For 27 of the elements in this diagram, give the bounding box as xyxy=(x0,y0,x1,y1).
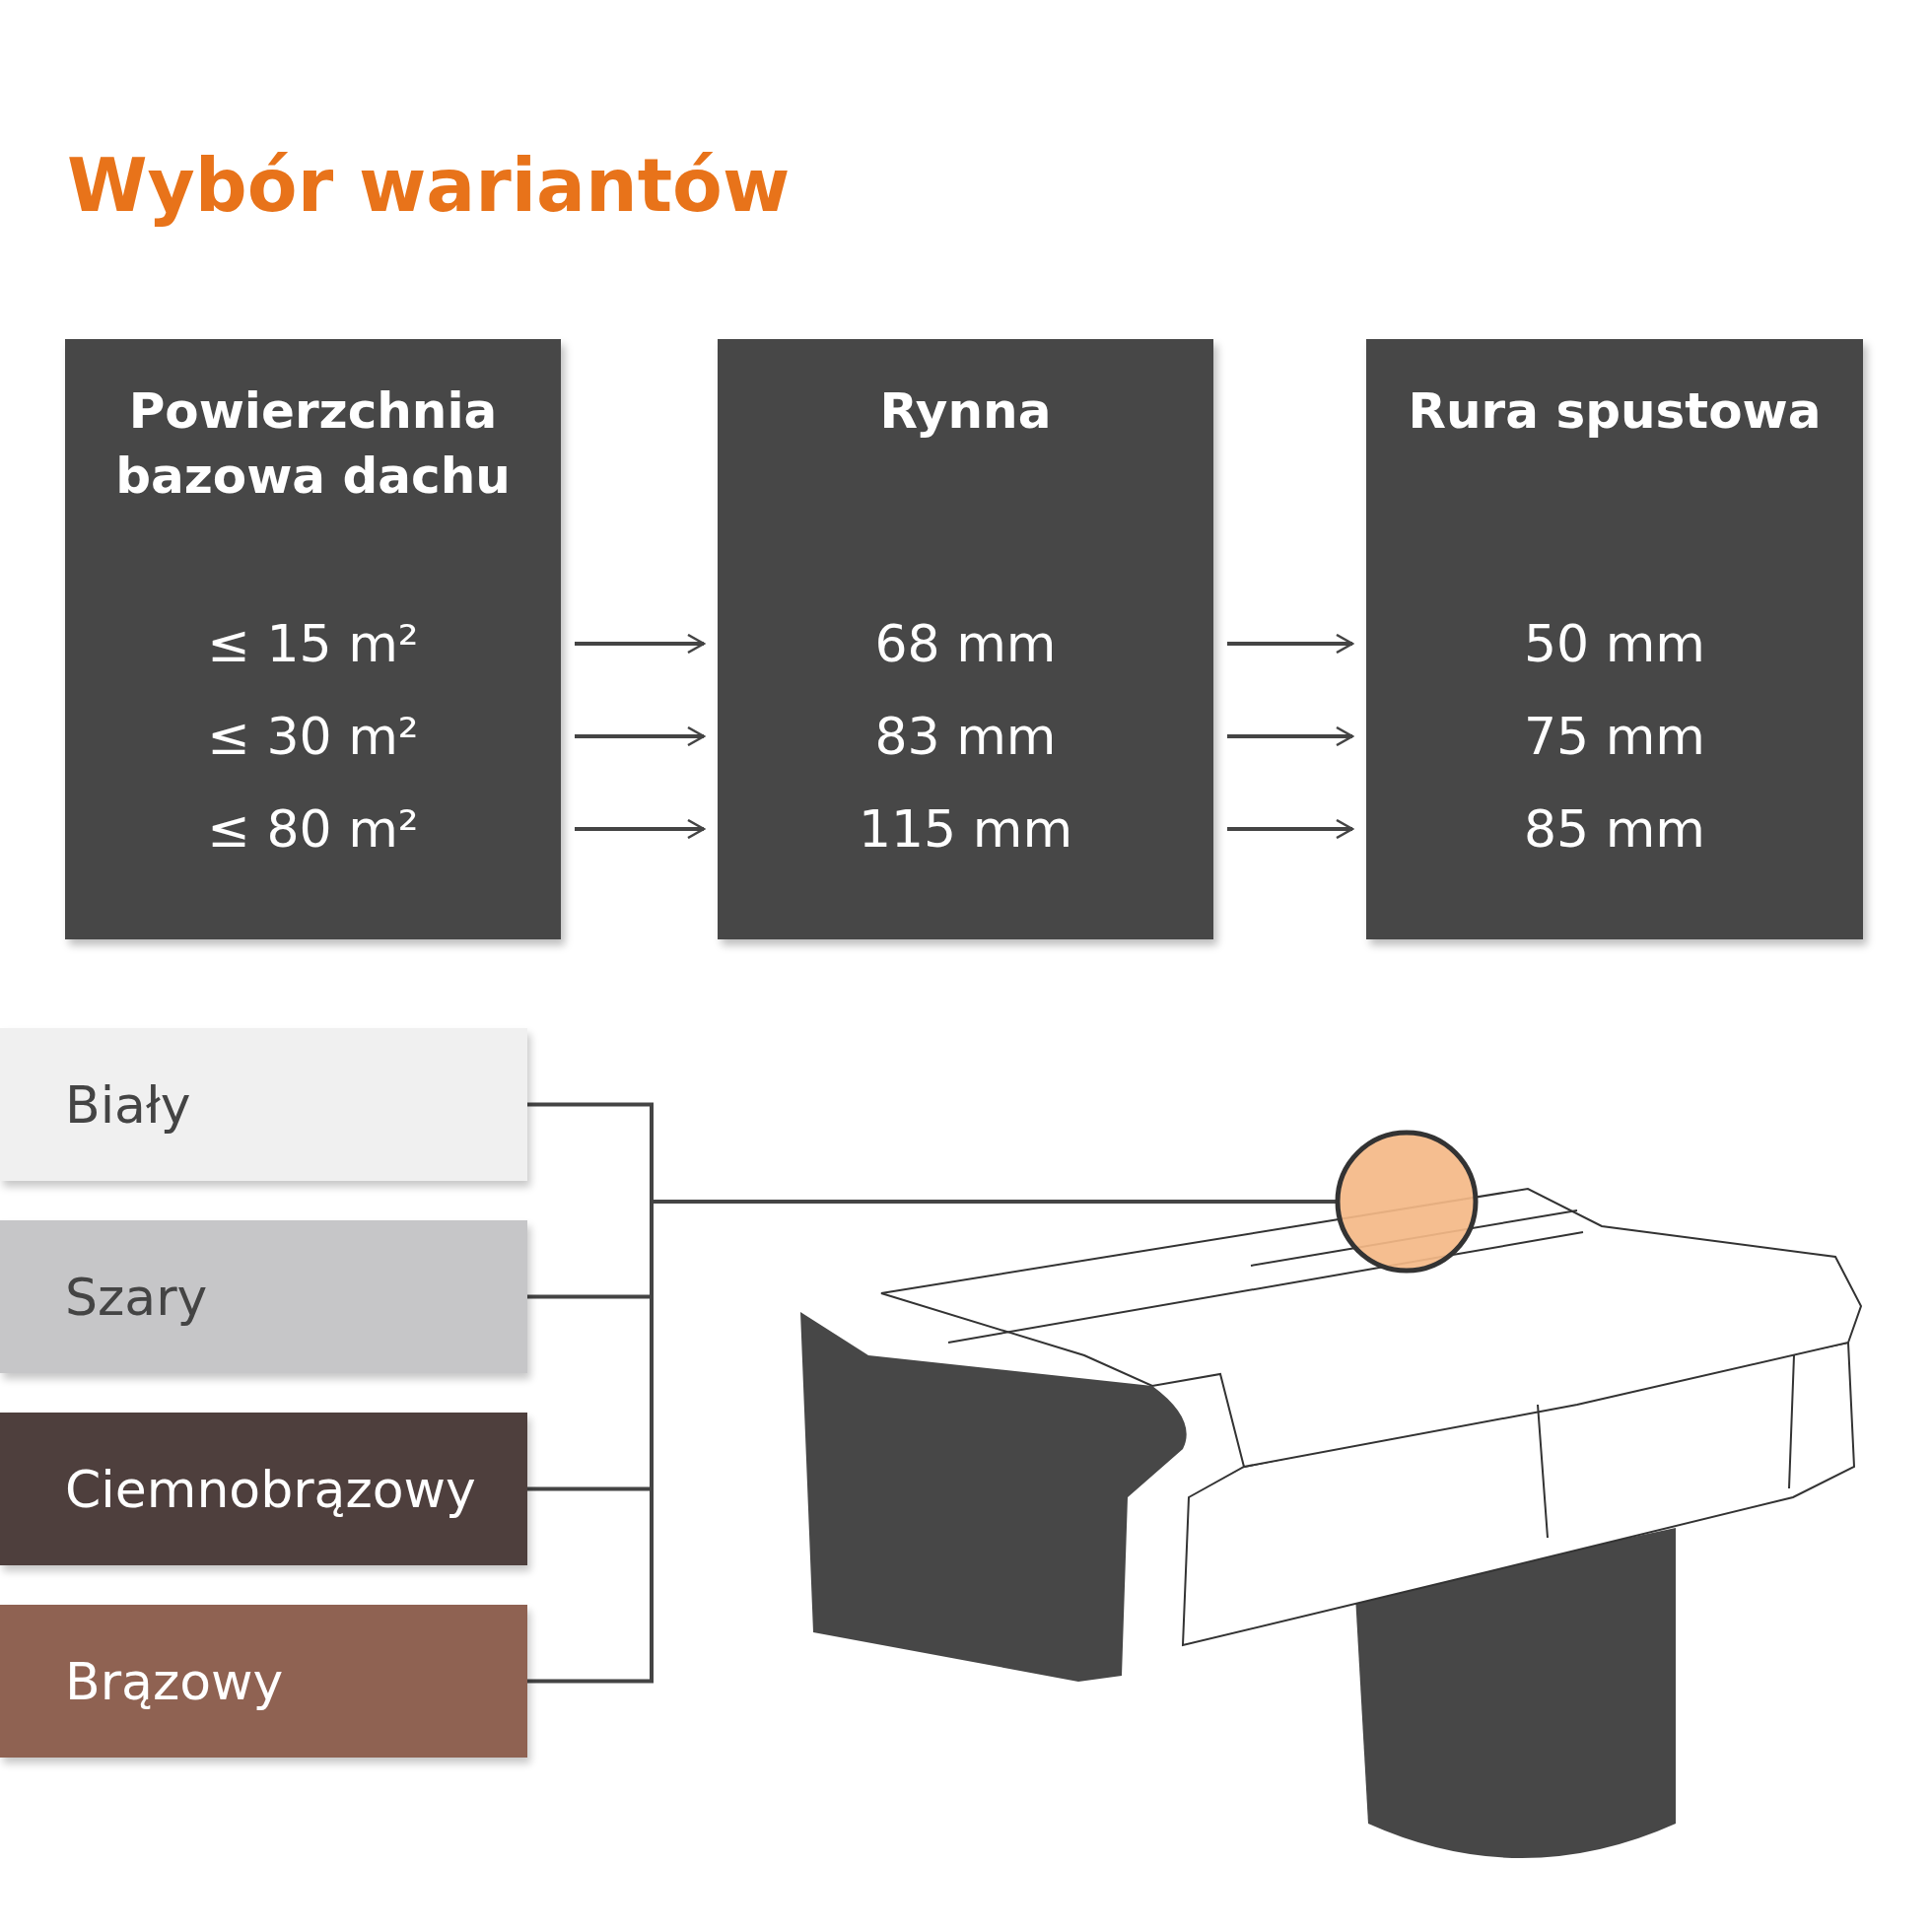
value-text: 68 mm xyxy=(873,613,1058,675)
value-text: 115 mm xyxy=(857,798,1074,861)
panel-heading: Rura spustowa xyxy=(1407,381,1823,442)
value-text: 50 mm xyxy=(1523,613,1706,675)
title: Wybór wariantów xyxy=(67,143,791,228)
value-text: 75 mm xyxy=(1523,706,1706,768)
panel-heading: Rynna xyxy=(878,381,1053,442)
arrow xyxy=(1227,818,1354,840)
arrow xyxy=(1227,633,1354,655)
color-option: Szary xyxy=(0,1220,527,1373)
arrow xyxy=(575,818,706,840)
value-text: 83 mm xyxy=(873,706,1058,768)
arrow xyxy=(575,633,706,655)
highlight-circle xyxy=(1334,1129,1480,1275)
value-text: ≤ 15 m² xyxy=(206,613,420,675)
category-panel xyxy=(718,339,1213,939)
category-panel xyxy=(1366,339,1863,939)
value-text: 85 mm xyxy=(1523,798,1706,861)
value-text: ≤ 30 m² xyxy=(206,706,420,768)
color-option: Brązowy xyxy=(0,1605,527,1758)
value-text: ≤ 80 m² xyxy=(206,798,420,861)
panel-heading: Powierzchnia bazowa dachu xyxy=(114,381,512,507)
category-panel xyxy=(65,339,561,939)
arrow xyxy=(575,725,706,747)
arrow xyxy=(1227,725,1354,747)
color-option: Biały xyxy=(0,1028,527,1181)
color-option: Ciemnobrązowy xyxy=(0,1413,527,1565)
